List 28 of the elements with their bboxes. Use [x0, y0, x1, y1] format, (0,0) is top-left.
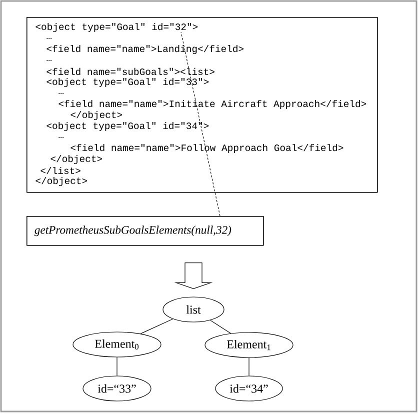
function-box: getPrometheusSubGoalsElements(null,32)	[26, 216, 264, 246]
code-line: <field name="name">Initiate Aircraft Approach</field>	[58, 100, 366, 110]
code-line: <object type="Goal" id="32">	[36, 22, 198, 32]
code-line: <field name="name">Follow Approach Goal</field>	[70, 144, 344, 154]
connector-line	[140, 318, 174, 334]
code-line: </object>	[36, 176, 88, 186]
code-line: <field name="subGoals"><list>	[46, 68, 214, 76]
ellipse-node: Element$_{0}$	[72, 332, 162, 358]
ellipse-node: Element$_{1}$	[204, 332, 294, 358]
code-line: <field name="name">Landing</field>	[46, 44, 244, 54]
ellipse-node: list	[162, 296, 224, 322]
code-line: …	[46, 60, 52, 62]
connector-line	[116, 357, 118, 376]
connector-line	[248, 358, 250, 376]
code-line: <object type="Goal" id="34">	[46, 122, 209, 132]
ellipse-node: id=“34”	[215, 376, 283, 402]
code-line: </object>	[70, 110, 122, 120]
code-line: <object type="Goal" id="33">	[46, 78, 209, 88]
code-line: …	[58, 93, 64, 94]
connector-line	[210, 320, 232, 334]
ellipse-node: id=“33”	[82, 376, 152, 402]
code-box	[26, 17, 378, 193]
code-line: …	[46, 38, 52, 40]
leader-line	[180, 32, 220, 216]
code-line: </object>	[50, 154, 102, 164]
code-line: </list>	[40, 166, 80, 174]
block-arrow	[174, 262, 213, 290]
code-line: …	[58, 137, 64, 138]
